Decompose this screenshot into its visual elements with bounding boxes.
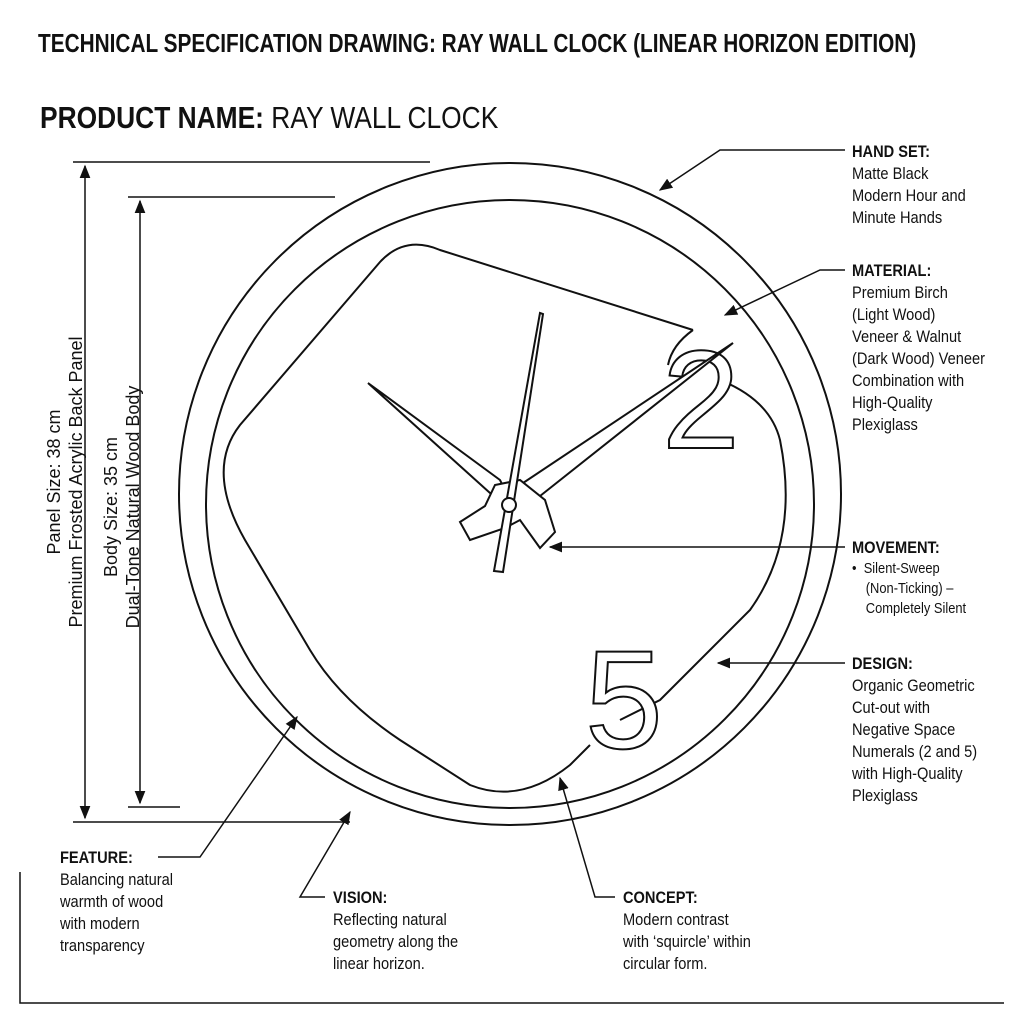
callout-line: warmth of wood bbox=[60, 892, 164, 911]
frame-border bbox=[19, 872, 1004, 1004]
callout-line: High-Quality bbox=[852, 393, 933, 412]
callout-line: (Dark Wood) Veneer bbox=[852, 349, 986, 368]
panel-dimension-label: Panel Size: 38 cm Premium Frosted Acryli… bbox=[43, 317, 87, 647]
body-dimension-label: Body Size: 35 cm Dual-Tone Natural Wood … bbox=[100, 342, 144, 672]
panel-size: Panel Size: 38 cm bbox=[44, 409, 64, 555]
callout-line: transparency bbox=[60, 936, 145, 955]
callout-hand-set: HAND SET: Matte Black Modern Hour and Mi… bbox=[852, 141, 966, 229]
panel-circle bbox=[178, 162, 842, 826]
callout-label: FEATURE: bbox=[60, 848, 133, 867]
callout-line: circular form. bbox=[623, 954, 708, 973]
callout-line: Matte Black bbox=[852, 164, 929, 183]
callout-line: Plexiglass bbox=[852, 415, 918, 434]
callout-line: Organic Geometric bbox=[852, 676, 975, 695]
product-name: PRODUCT NAME: RAY WALL CLOCK bbox=[40, 100, 498, 136]
callout-line: Premium Birch bbox=[852, 283, 948, 302]
callout-line: Balancing natural bbox=[60, 870, 173, 889]
body-material: Dual-Tone Natural Wood Body bbox=[123, 385, 143, 629]
body-circle bbox=[205, 199, 815, 809]
callout-line: Minute Hands bbox=[852, 208, 943, 227]
callout-line: Modern Hour and bbox=[852, 186, 966, 205]
callout-line: Veneer & Walnut bbox=[852, 327, 962, 346]
product-name-label: PRODUCT NAME: bbox=[40, 100, 264, 135]
callout-line: Completely Silent bbox=[865, 600, 967, 617]
callout-label: MATERIAL: bbox=[852, 261, 932, 280]
callout-label: MOVEMENT: bbox=[852, 538, 940, 557]
callout-line: (Non-Ticking) – bbox=[865, 580, 954, 597]
callout-line: linear horizon. bbox=[333, 954, 425, 973]
callout-feature: FEATURE: Balancing natural warmth of woo… bbox=[60, 847, 173, 957]
callout-movement: MOVEMENT: • Silent-Sweep (Non-Ticking) –… bbox=[852, 537, 966, 619]
callout-line: with High-Quality bbox=[852, 764, 963, 783]
bullet-icon: • bbox=[852, 560, 857, 577]
callout-vision: VISION: Reflecting natural geometry alon… bbox=[333, 887, 458, 975]
body-size: Body Size: 35 cm bbox=[101, 436, 121, 578]
callout-line: Reflecting natural bbox=[333, 910, 447, 929]
numeral-2: 2 bbox=[662, 321, 740, 478]
callout-line: geometry along the bbox=[333, 932, 459, 951]
callout-line: Negative Space bbox=[852, 720, 956, 739]
callout-line: Cut-out with bbox=[852, 698, 931, 717]
callout-label: DESIGN: bbox=[852, 654, 913, 673]
clock-hands bbox=[367, 311, 734, 574]
callout-line: Combination with bbox=[852, 371, 965, 390]
callout-line: with modern bbox=[60, 914, 140, 933]
drawing-title: TECHNICAL SPECIFICATION DRAWING: RAY WAL… bbox=[38, 28, 917, 58]
callout-line: Modern contrast bbox=[623, 910, 729, 929]
hour-hand bbox=[367, 382, 512, 502]
panel-material: Premium Frosted Acrylic Back Panel bbox=[66, 336, 86, 628]
callout-line: with ‘squircle’ within bbox=[623, 932, 751, 951]
callout-line: Numerals (2 and 5) bbox=[852, 742, 978, 761]
leader-lines bbox=[158, 149, 845, 898]
callout-label: CONCEPT: bbox=[623, 888, 698, 907]
numeral-5: 5 bbox=[585, 621, 663, 778]
callout-line: Plexiglass bbox=[852, 786, 918, 805]
callout-line: Silent-Sweep bbox=[863, 560, 940, 577]
center-pin bbox=[501, 497, 517, 513]
squircle-cutout bbox=[222, 243, 787, 793]
callout-design: DESIGN: Organic Geometric Cut-out with N… bbox=[852, 653, 977, 807]
callout-concept: CONCEPT: Modern contrast with ‘squircle’… bbox=[623, 887, 751, 975]
callout-line: (Light Wood) bbox=[852, 305, 936, 324]
product-name-value: RAY WALL CLOCK bbox=[271, 100, 499, 135]
dimension-lines bbox=[73, 161, 430, 823]
callout-label: VISION: bbox=[333, 888, 388, 907]
callout-label: HAND SET: bbox=[852, 142, 930, 161]
callout-material: MATERIAL: Premium Birch (Light Wood) Ven… bbox=[852, 260, 985, 436]
